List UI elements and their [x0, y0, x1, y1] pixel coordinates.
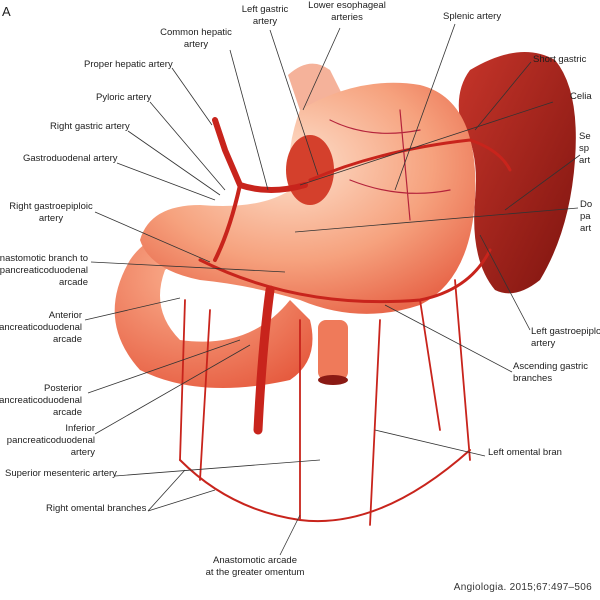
label-line: artery — [70, 447, 95, 458]
source-credit: Angiologia. 2015;67:497–506 — [453, 582, 592, 593]
label-line: Anastomotic branch to — [0, 253, 88, 264]
label-line: art — [579, 155, 591, 166]
label-line: Right gastroepiploic — [9, 201, 93, 212]
label-line: Lower esophageal — [308, 0, 386, 11]
label-line: branches — [513, 373, 553, 384]
arteries — [179, 109, 512, 526]
label-line: Se — [579, 131, 591, 142]
label-gastroduodenal-artery: Gastroduodenal artery — [23, 153, 118, 164]
label-line: Left gastric — [241, 4, 289, 15]
label-superior-mesenteric-artery: Superior mesenteric artery — [5, 468, 117, 479]
superior-mesenteric-vessel — [253, 285, 275, 435]
label-proper-hepatic-artery: Proper hepatic artery — [84, 59, 173, 70]
label-line: arcade — [52, 334, 82, 345]
label-line: artery — [38, 213, 64, 224]
label-pyloric-artery: Pyloric artery — [96, 92, 152, 103]
label-short-gastric: Short gastric — [533, 54, 587, 65]
label-line: at the greater omentum — [205, 567, 305, 578]
label-right-omental-branches: Right omental branches — [46, 503, 147, 514]
label-line: art — [580, 223, 592, 234]
label-left-omental-branches: Left omental bran — [488, 447, 562, 458]
label-line: pancreaticoduodenal — [0, 395, 82, 406]
leader-lines — [84, 23, 581, 556]
pancreas-head — [286, 135, 334, 205]
label-line: artery — [183, 39, 209, 50]
label-line: arcade — [58, 277, 88, 288]
label-line: Do — [580, 199, 593, 210]
label-line: Anastomotic arcade — [213, 555, 297, 566]
label-line: pa — [580, 211, 591, 222]
label-line: Inferior — [65, 423, 95, 434]
gastroepiploic-arcade — [198, 248, 492, 304]
label-line: Ascending gastric — [513, 361, 588, 372]
gastroduodenal-vessel — [213, 183, 242, 262]
label-line: artery — [252, 16, 278, 27]
jejunum — [318, 320, 348, 380]
label-splenic-artery: Splenic artery — [443, 11, 502, 22]
label-celiac: Celia — [570, 91, 592, 102]
label-line: arteries — [331, 12, 363, 23]
label-line: pancreaticoduodenal — [0, 322, 82, 333]
label-line: Left gastroepiploic — [531, 326, 600, 337]
label-line: pancreaticoduodenal — [0, 265, 88, 276]
label-line: sp — [579, 143, 590, 154]
label-line: pancreaticoduodenal — [6, 435, 95, 446]
omental-arcade — [179, 449, 471, 523]
label-line: Common hepatic — [160, 27, 232, 38]
label-line: Posterior — [43, 383, 82, 394]
label-line: artery — [531, 338, 556, 349]
splenic-vessel — [308, 138, 512, 182]
panel-letter: A — [2, 4, 11, 19]
label-line: arcade — [52, 407, 82, 418]
spleen — [458, 52, 576, 294]
label-line: Anterior — [48, 310, 82, 321]
label-right-gastric-artery: Right gastric artery — [50, 121, 130, 132]
